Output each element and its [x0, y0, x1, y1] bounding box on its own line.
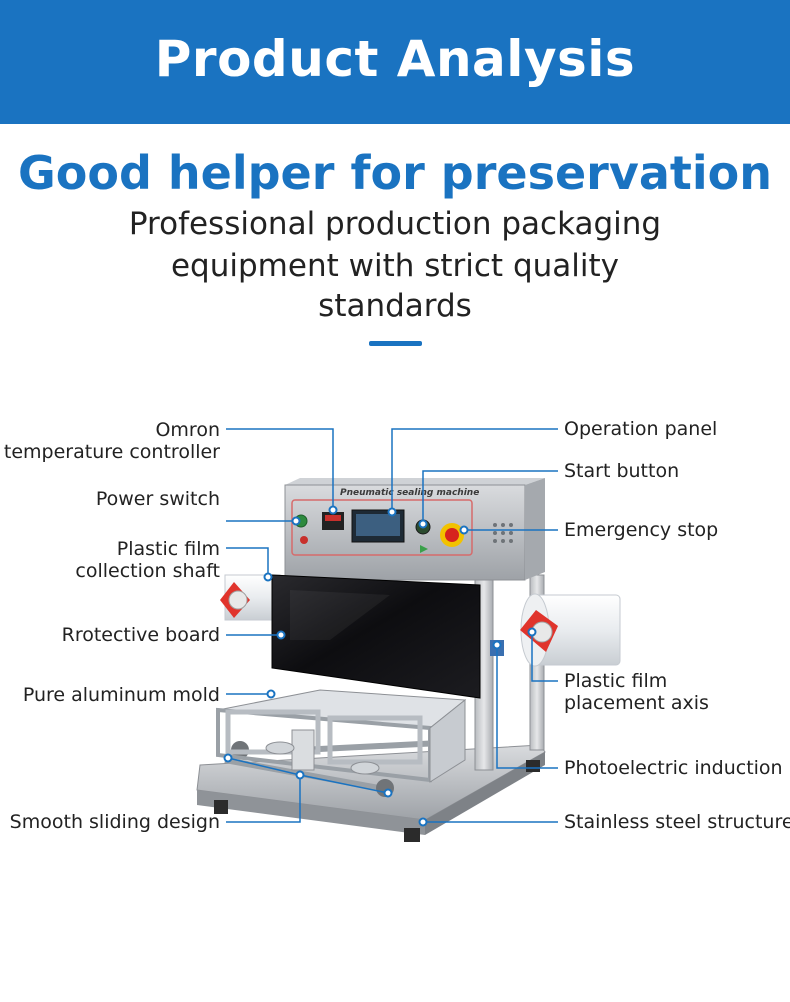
- callout-aluminum-mold: Pure aluminum mold: [23, 684, 220, 706]
- callout-lines: [226, 428, 558, 823]
- callout-photoelectric: Photoelectric induction: [564, 757, 783, 779]
- leader-slide-a: [227, 757, 301, 776]
- callout-protective-board: Rrotective board: [62, 624, 220, 646]
- leader-slide-b: [299, 774, 389, 794]
- subtitle-line-3: standards: [318, 288, 472, 324]
- callout-dots: [223, 505, 537, 827]
- indicator-light: [300, 536, 308, 544]
- accent-divider: [369, 341, 422, 346]
- callout-emergency-stop: Emergency stop: [564, 519, 718, 541]
- callout-text: Power switch: [95, 488, 220, 510]
- callout-start-button: Start button: [564, 460, 679, 482]
- callout-text: temperature controller: [3, 441, 220, 463]
- leader-temperature-controller: [226, 428, 334, 510]
- callout-power-switch: Power switch: [96, 488, 220, 510]
- screen-display: [356, 514, 400, 536]
- callout-text: Omron: [155, 419, 220, 441]
- leader-operation-panel: [391, 428, 558, 512]
- panel-outline: [291, 499, 473, 556]
- subtitle-line-1: Professional production packaging: [128, 206, 662, 242]
- callout-text: Plastic film: [116, 538, 220, 560]
- control-box: Pneumatic sealing machine: [284, 478, 545, 581]
- header-banner: Product Analysis: [0, 0, 790, 124]
- callout-steel-structure: Stainless steel structure: [564, 811, 790, 833]
- callout-text: Stainless steel structure: [564, 811, 790, 833]
- foot: [526, 760, 540, 772]
- sealing-machine-illustration: Pneumatic sealing machine: [196, 428, 621, 842]
- callout-text: Operation panel: [564, 418, 718, 440]
- banner-title: Product Analysis: [154, 30, 636, 88]
- leader-photoelectric: [496, 645, 558, 769]
- callout-text: collection shaft: [75, 560, 220, 582]
- leader-collection-shaft: [226, 547, 269, 575]
- callout-sliding-design: Smooth sliding design: [10, 811, 220, 833]
- right-film-roll: [520, 593, 621, 667]
- headline: Good helper for preservation: [18, 146, 772, 200]
- panel-text: Pneumatic sealing machine: [340, 488, 479, 498]
- callout-text: Start button: [564, 460, 680, 482]
- callout-collection-shaft: Plastic film collection shaft: [75, 538, 220, 582]
- callout-operation-panel: Operation panel: [564, 418, 717, 440]
- callout-text: Rrotective board: [61, 624, 220, 646]
- leader-sliding-design: [226, 775, 301, 823]
- emergency-stop-head: [445, 528, 459, 542]
- callout-text: Emergency stop: [564, 519, 719, 541]
- callout-temperature-controller: Omron temperature controller: [4, 419, 220, 463]
- protective-board: [271, 574, 481, 699]
- callout-text: Photoelectric induction: [564, 757, 783, 779]
- subtitle-line-2: equipment with strict quality: [170, 248, 619, 284]
- foot: [404, 828, 420, 842]
- callout-placement-axis: Plastic film placement axis: [564, 670, 709, 714]
- leader-start-button: [422, 470, 558, 522]
- callout-text: placement axis: [564, 692, 709, 714]
- aluminum-mold: [216, 689, 467, 783]
- callout-text: Smooth sliding design: [9, 811, 220, 833]
- callout-text: Pure aluminum mold: [22, 684, 220, 706]
- foot: [214, 800, 228, 814]
- callout-text: Plastic film: [564, 670, 668, 692]
- slider-bracket: [291, 729, 315, 771]
- left-film-roll: [220, 574, 281, 621]
- leader-placement-axis: [531, 632, 558, 682]
